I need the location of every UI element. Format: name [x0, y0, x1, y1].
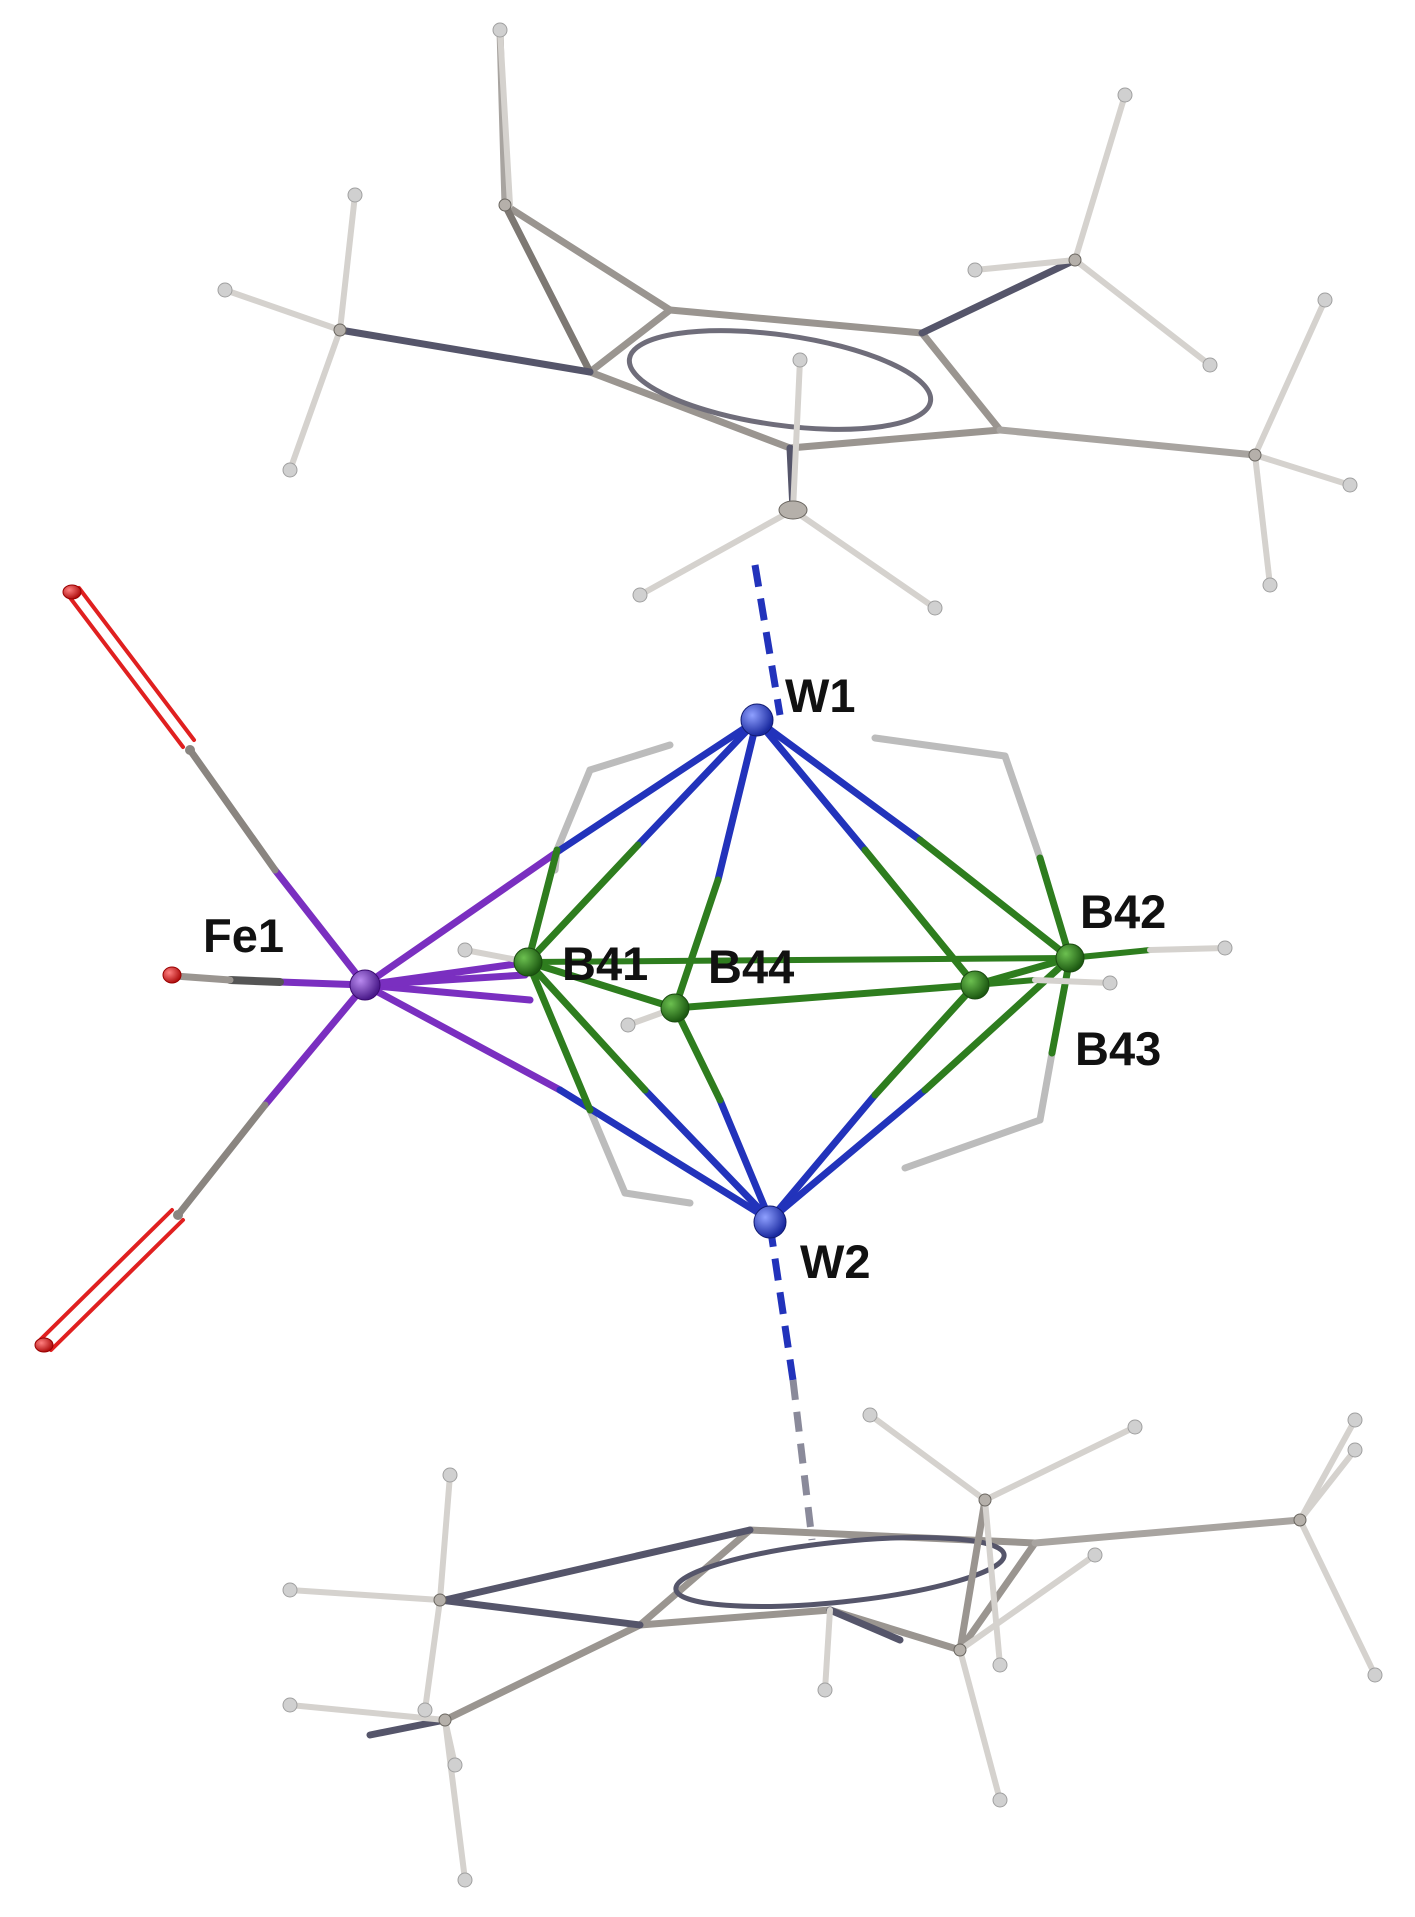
atom-labels: W1 Fe1 B41 B44 B42 B43 W2 [203, 669, 1166, 1288]
bridging-bonds [551, 734, 1056, 1207]
metal-atoms [349, 703, 787, 1239]
top-c-atoms [333, 198, 1262, 520]
top-cp-ring [217, 22, 1358, 616]
bottom-cp-ring [282, 1407, 1383, 1888]
bottom-c-atoms [433, 1493, 1307, 1727]
label-fe1: Fe1 [203, 909, 284, 962]
bottom-ch-bonds [287, 1412, 1378, 1883]
oxygen-atoms [34, 584, 182, 1353]
w2-atom [753, 1205, 787, 1239]
b-b-bonds [524, 846, 1074, 1114]
top-ch-bonds [222, 27, 1353, 611]
w2-cp-dashed-bond-grey [789, 1379, 816, 1541]
w1-atom [740, 703, 774, 737]
cage-bonds [361, 716, 1228, 1224]
boron-atoms [513, 943, 1085, 1023]
w2-cp-dashed-bond-blue [766, 1224, 797, 1381]
b44-atom [660, 993, 690, 1023]
cage-h-atoms [457, 940, 1233, 1033]
fe1-cage-bonds [361, 716, 774, 1224]
w1-cp-dashed-bond [751, 564, 784, 716]
bottom-methyl-bonds [366, 1496, 1304, 1739]
label-b44: B44 [708, 940, 794, 993]
fe1-atom [349, 969, 381, 1001]
top-ring-bonds [501, 201, 1004, 452]
bottom-h-atoms [282, 1407, 1383, 1888]
top-methyl-bonds [336, 26, 1259, 514]
top-ring-ellipse [626, 328, 934, 432]
w-cp-contacts [751, 564, 816, 1541]
top-h-atoms [217, 22, 1358, 616]
b41-atom [513, 947, 543, 977]
b43-atom [960, 970, 990, 1000]
label-b41: B41 [562, 937, 648, 990]
bottom-ring-ellipse [673, 1535, 1007, 1609]
fe1-carbonyls [38, 586, 369, 1352]
label-w1: W1 [785, 669, 856, 722]
label-w2: W2 [800, 1235, 871, 1288]
label-b42: B42 [1080, 885, 1166, 938]
w-b-bonds [524, 716, 1074, 1224]
label-b43: B43 [1075, 1022, 1161, 1075]
b42-atom [1055, 943, 1085, 973]
